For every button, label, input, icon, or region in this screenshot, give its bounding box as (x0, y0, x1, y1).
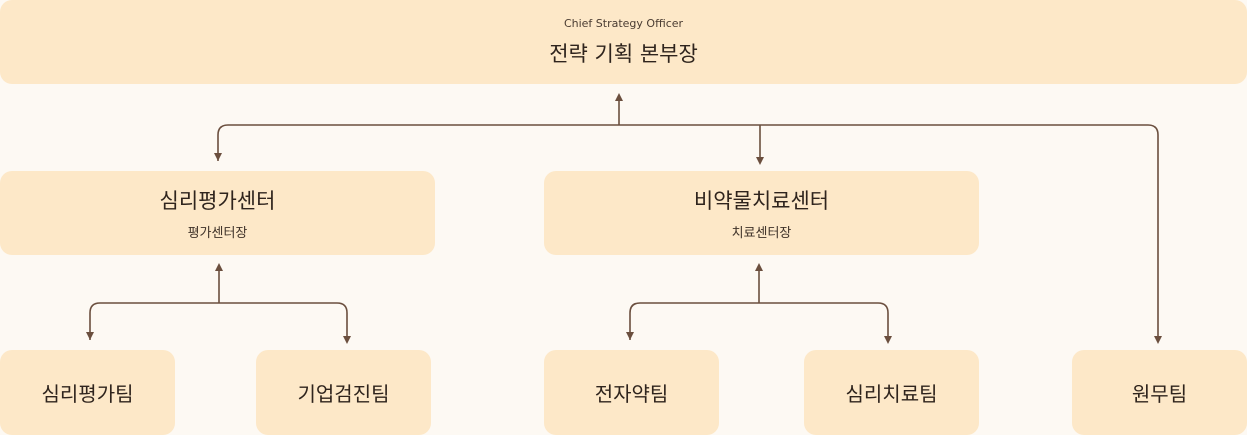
connector-left-sub-hub (89, 302, 351, 344)
cso-subtitle: Chief Strategy Officer (563, 16, 684, 30)
connector-right-sub-hub (629, 302, 892, 344)
team-digital-therapeutics-title: 전자약팀 (594, 382, 669, 406)
nondrug-therapy-center-title: 비약물치료센터 (693, 189, 830, 213)
team-corporate-screening-title: 기업검진팀 (297, 382, 390, 406)
psych-assessment-center-head: 평가센터장 (187, 226, 248, 241)
team-psychotherapy-box: 심리치료팀 (804, 350, 979, 435)
nondrug-therapy-center-head: 치료센터장 (731, 226, 792, 241)
team-digital-therapeutics-box: 전자약팀 (544, 350, 719, 435)
psych-assessment-center-title: 심리평가센터 (159, 189, 276, 213)
psych-assessment-center-box: 심리평가센터 평가센터장 (0, 171, 435, 255)
connector-hub-horizontal (217, 124, 1162, 344)
team-administration-box: 원무팀 (1072, 350, 1247, 435)
chief-strategy-officer-box: Chief Strategy Officer 전략 기획 본부장 (0, 0, 1247, 84)
team-psychotherapy-title: 심리치료팀 (845, 382, 938, 406)
team-psych-assessment-box: 심리평가팀 (0, 350, 175, 435)
nondrug-therapy-center-box: 비약물치료센터 치료센터장 (544, 171, 979, 255)
team-psych-assessment-title: 심리평가팀 (41, 382, 134, 406)
cso-title: 전략 기획 본부장 (549, 41, 698, 66)
team-administration-title: 원무팀 (1131, 382, 1188, 406)
team-corporate-screening-box: 기업검진팀 (256, 350, 431, 435)
